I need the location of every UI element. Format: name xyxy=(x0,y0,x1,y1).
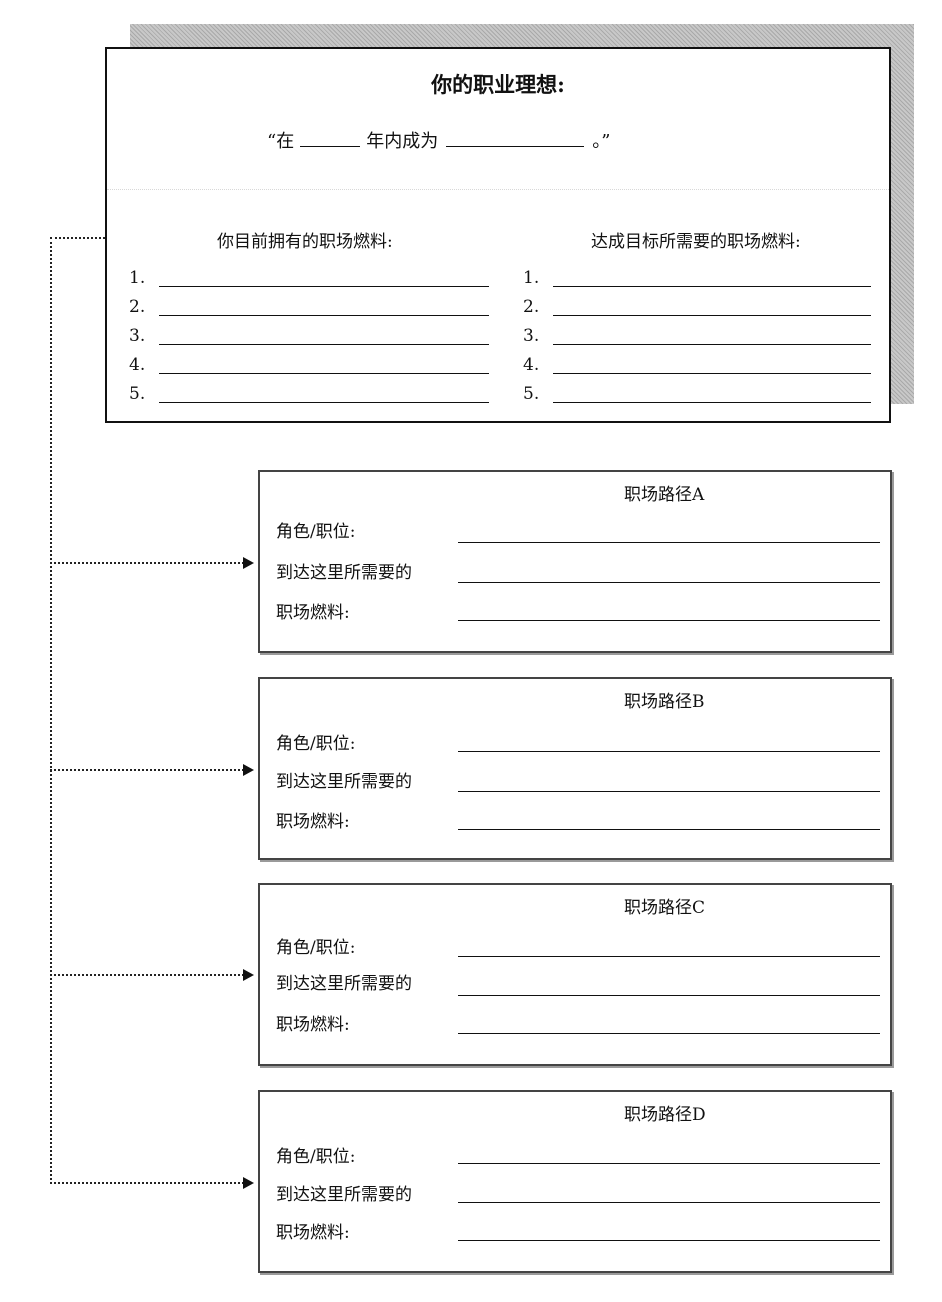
fill-line[interactable] xyxy=(553,326,871,345)
connector-top xyxy=(50,237,105,239)
item-number: 1. xyxy=(523,267,540,288)
arrow-c-icon xyxy=(243,969,254,981)
fuel-line[interactable] xyxy=(458,1240,880,1241)
fill-line[interactable] xyxy=(553,297,871,316)
role-line[interactable] xyxy=(458,1163,880,1164)
list-item: 1. xyxy=(129,263,489,292)
path-title: 职场路径D xyxy=(624,1105,706,1125)
role-line[interactable] xyxy=(458,751,880,752)
item-number: 4. xyxy=(129,354,146,375)
goal-blank[interactable] xyxy=(446,130,585,147)
career-path-c: 职场路径C 角色/职位: 到达这里所需要的 职场燃料: xyxy=(258,883,892,1066)
item-number: 2. xyxy=(129,296,146,317)
role-label: 角色/职位: xyxy=(276,734,356,754)
fuel-line[interactable] xyxy=(458,620,880,621)
needed-line[interactable] xyxy=(458,791,880,792)
list-item: 4. xyxy=(523,350,871,379)
sentence-suffix: 。” xyxy=(592,131,611,152)
needed-line[interactable] xyxy=(458,1202,880,1203)
needed-fuel-title: 达成目标所需要的职场燃料: xyxy=(591,232,801,252)
list-item: 5. xyxy=(129,379,489,408)
needed-line[interactable] xyxy=(458,995,880,996)
fuel-label: 职场燃料: xyxy=(276,1223,350,1243)
arrow-b-icon xyxy=(243,764,254,776)
fill-line[interactable] xyxy=(159,268,489,287)
needed-line[interactable] xyxy=(458,582,880,583)
list-item: 2. xyxy=(523,292,871,321)
connector-d xyxy=(50,1182,244,1184)
career-goal-box: 你的职业理想: “在 年内成为 。” 你目前拥有的职场燃料: 达成目标所需要的职场燃… xyxy=(105,47,891,423)
item-number: 4. xyxy=(523,354,540,375)
career-path-b: 职场路径B 角色/职位: 到达这里所需要的 职场燃料: xyxy=(258,677,892,860)
arrow-d-icon xyxy=(243,1177,254,1189)
role-line[interactable] xyxy=(458,542,880,543)
sentence-prefix: “在 xyxy=(267,131,295,152)
divider xyxy=(107,189,889,190)
item-number: 5. xyxy=(129,383,146,404)
list-item: 4. xyxy=(129,350,489,379)
needed-label: 到达这里所需要的 xyxy=(276,563,412,583)
fuel-line[interactable] xyxy=(458,1033,880,1034)
fill-line[interactable] xyxy=(553,384,871,403)
role-label: 角色/职位: xyxy=(276,522,356,542)
fill-line[interactable] xyxy=(159,384,489,403)
fill-line[interactable] xyxy=(159,326,489,345)
fill-line[interactable] xyxy=(159,355,489,374)
path-title: 职场路径A xyxy=(624,485,705,505)
fuel-label: 职场燃料: xyxy=(276,1015,350,1035)
needed-fuel-list: 1. 2. 3. 4. 5. xyxy=(523,263,871,408)
needed-label: 到达这里所需要的 xyxy=(276,974,412,994)
role-label: 角色/职位: xyxy=(276,938,356,958)
list-item: 3. xyxy=(523,321,871,350)
career-path-d: 职场路径D 角色/职位: 到达这里所需要的 职场燃料: xyxy=(258,1090,892,1273)
item-number: 5. xyxy=(523,383,540,404)
career-goal-title: 你的职业理想: xyxy=(431,72,565,97)
connector-b xyxy=(50,769,244,771)
connector-a xyxy=(50,562,244,564)
item-number: 3. xyxy=(523,325,540,346)
list-item: 5. xyxy=(523,379,871,408)
path-title: 职场路径B xyxy=(624,692,705,712)
needed-label: 到达这里所需要的 xyxy=(276,1185,412,1205)
current-fuel-list: 1. 2. 3. 4. 5. xyxy=(129,263,489,408)
list-item: 2. xyxy=(129,292,489,321)
list-item: 3. xyxy=(129,321,489,350)
fuel-line[interactable] xyxy=(458,829,880,830)
item-number: 3. xyxy=(129,325,146,346)
path-title: 职场路径C xyxy=(624,898,706,918)
arrow-a-icon xyxy=(243,557,254,569)
list-item: 1. xyxy=(523,263,871,292)
years-blank[interactable] xyxy=(300,130,361,147)
fuel-label: 职场燃料: xyxy=(276,812,350,832)
needed-label: 到达这里所需要的 xyxy=(276,772,412,792)
fill-line[interactable] xyxy=(553,355,871,374)
connector-vertical xyxy=(50,237,52,1184)
current-fuel-title: 你目前拥有的职场燃料: xyxy=(217,232,393,252)
fuel-label: 职场燃料: xyxy=(276,603,350,623)
career-goal-sentence: “在 年内成为 。” xyxy=(267,127,610,153)
fill-line[interactable] xyxy=(159,297,489,316)
item-number: 2. xyxy=(523,296,540,317)
connector-c xyxy=(50,974,244,976)
role-label: 角色/职位: xyxy=(276,1147,356,1167)
fill-line[interactable] xyxy=(553,268,871,287)
item-number: 1. xyxy=(129,267,146,288)
role-line[interactable] xyxy=(458,956,880,957)
career-path-a: 职场路径A 角色/职位: 到达这里所需要的 职场燃料: xyxy=(258,470,892,653)
sentence-middle: 年内成为 xyxy=(366,131,439,152)
